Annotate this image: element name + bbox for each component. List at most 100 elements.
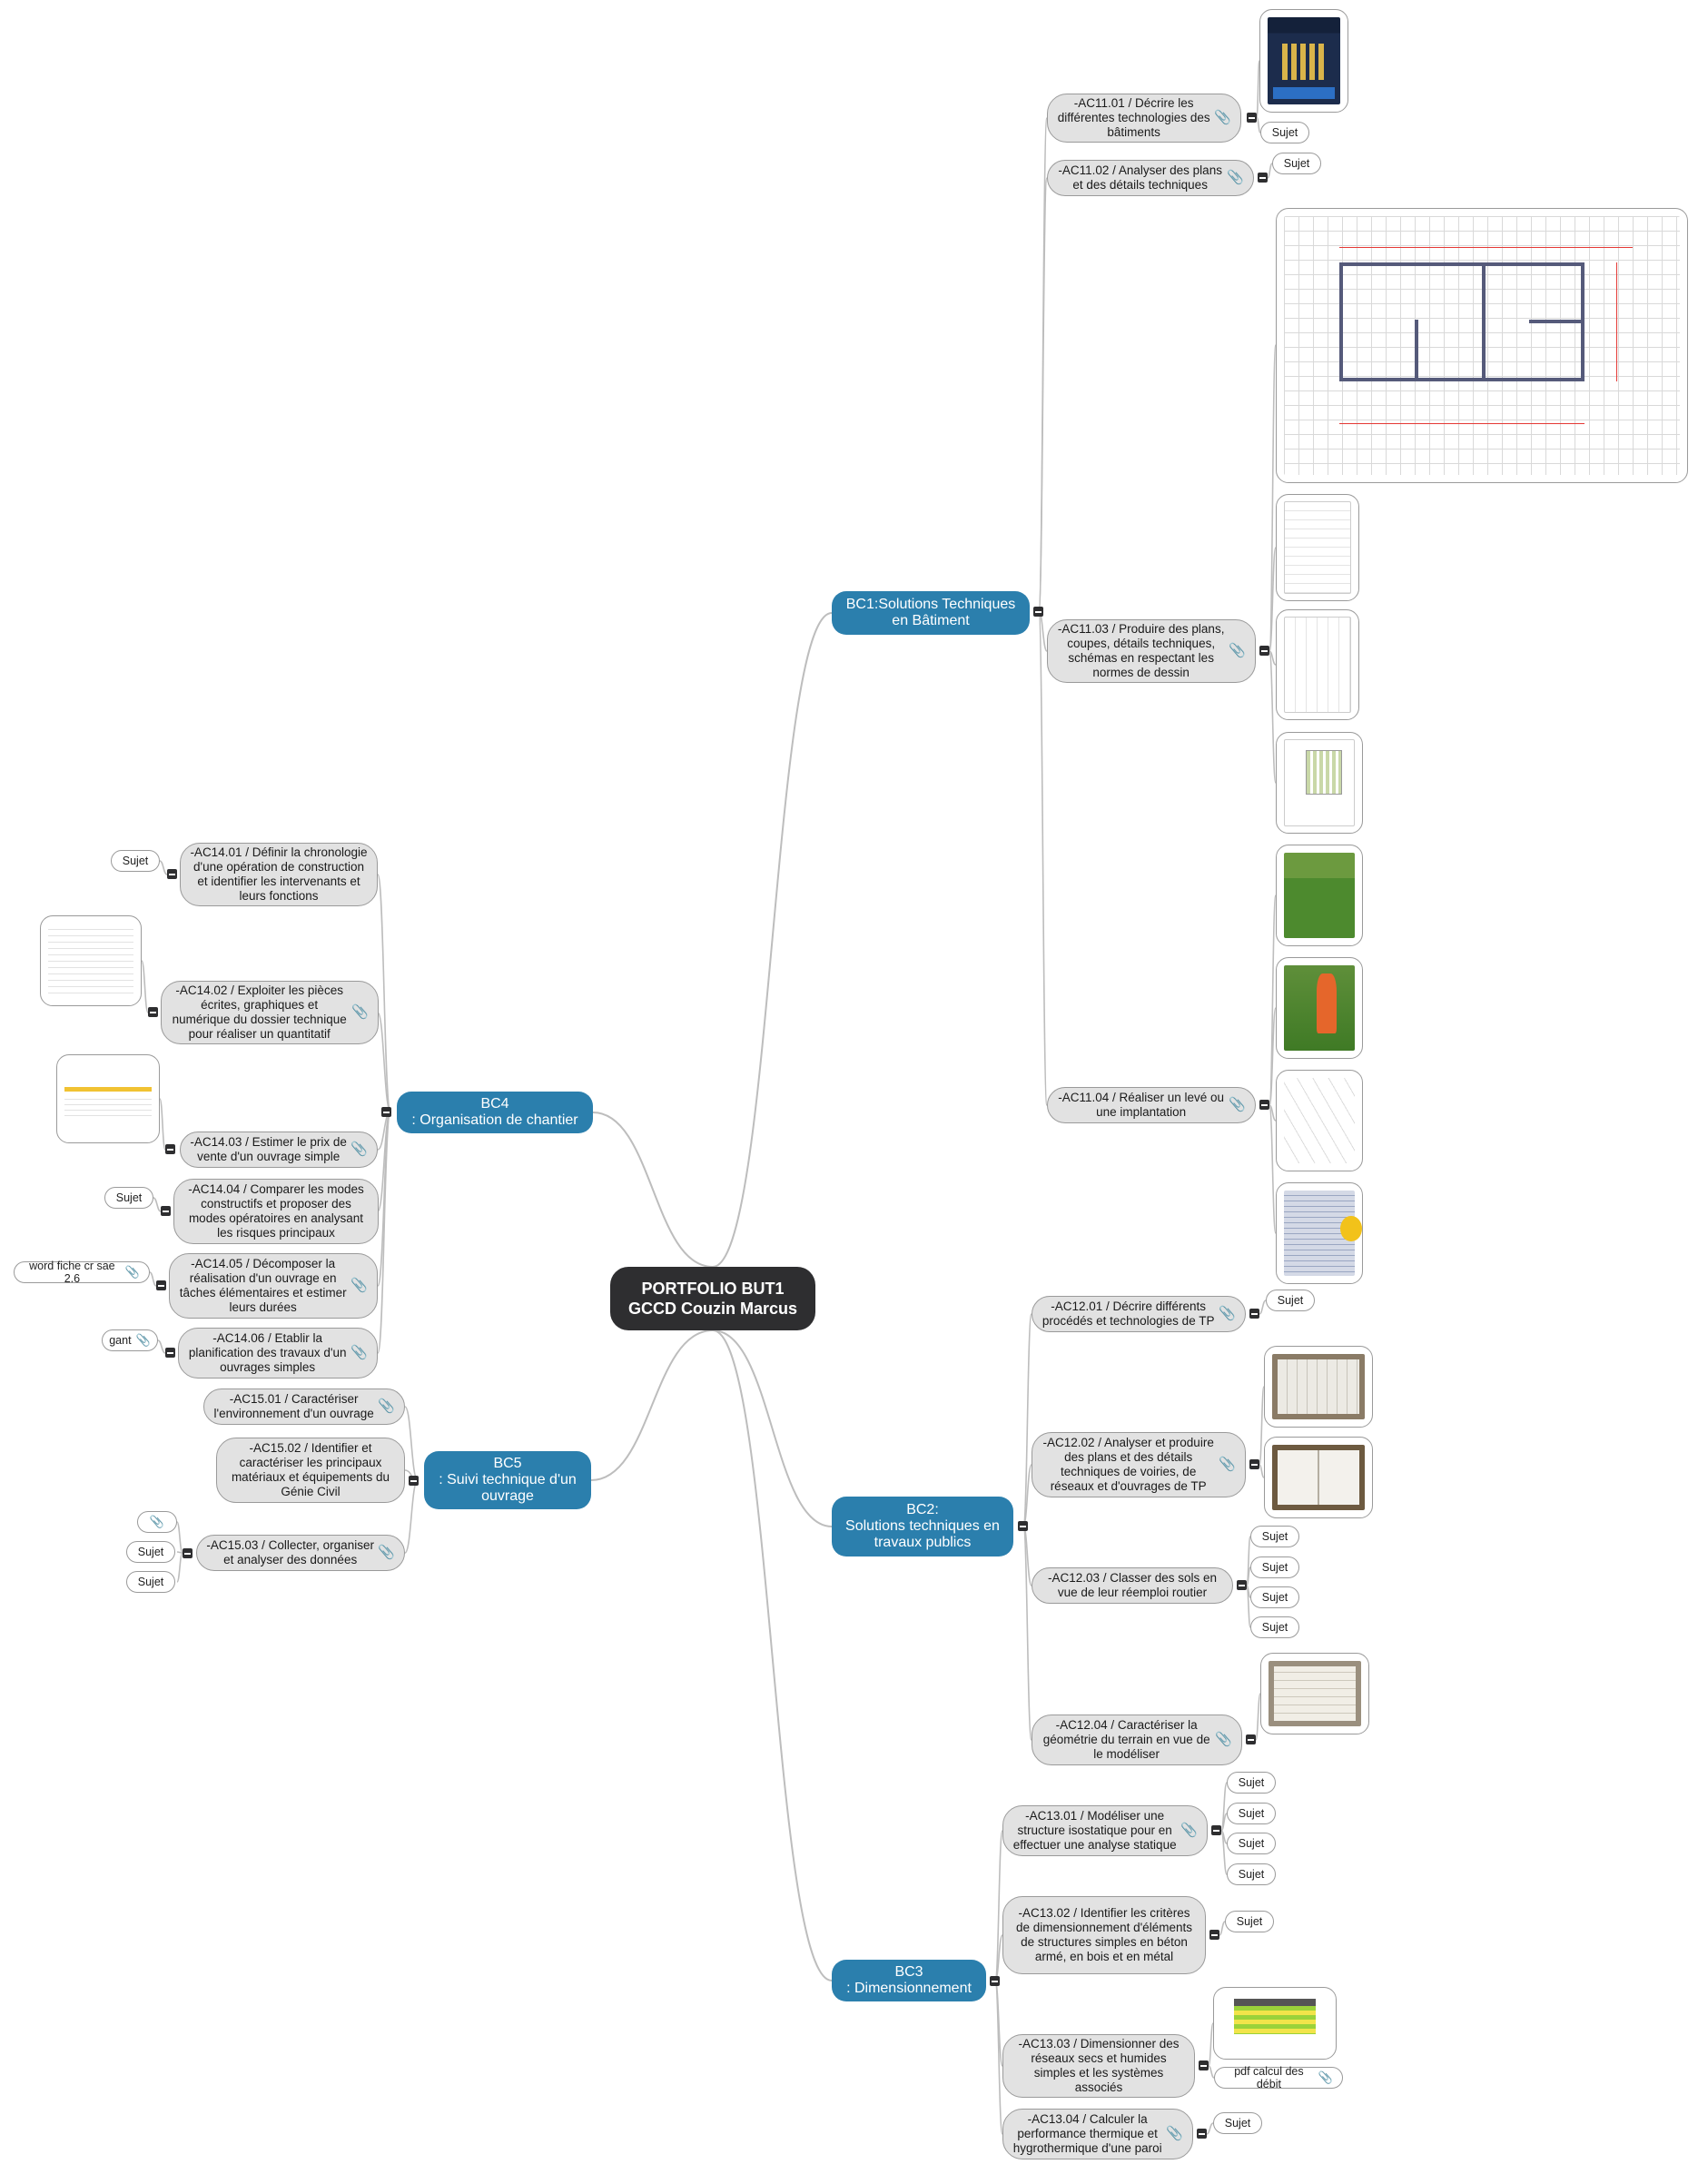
- paperclip-icon[interactable]: 📎: [1214, 110, 1231, 125]
- root-node[interactable]: PORTFOLIO BUT1 GCCD Couzin Marcus: [610, 1267, 815, 1330]
- image-frame-plan-photo-1[interactable]: [1264, 1346, 1373, 1428]
- branch-bc4[interactable]: BC4 : Organisation de chantier: [397, 1092, 593, 1133]
- image-frame-floor-plan[interactable]: [1276, 208, 1688, 483]
- collapse-toggle-icon[interactable]: [1209, 1930, 1219, 1940]
- collapse-toggle-icon[interactable]: [1197, 2129, 1207, 2139]
- collapse-toggle-icon[interactable]: [1033, 607, 1043, 617]
- sujet-chip[interactable]: Sujet: [1250, 1526, 1299, 1547]
- paperclip-icon[interactable]: 📎: [1166, 2126, 1183, 2141]
- ac11-04-node[interactable]: -AC11.04 / Réaliser un levé ou une impla…: [1047, 1087, 1256, 1123]
- paperclip-icon[interactable]: 📎: [378, 1545, 395, 1560]
- ac14-05-node[interactable]: -AC14.05 / Décomposer la réalisation d'u…: [169, 1253, 378, 1319]
- collapse-toggle-icon[interactable]: [1249, 1309, 1259, 1319]
- ac13-01-node[interactable]: -AC13.01 / Modéliser une structure isost…: [1002, 1805, 1208, 1856]
- ac15-02-node[interactable]: -AC15.02 / Identifier et caractériser le…: [216, 1438, 405, 1503]
- collapse-toggle-icon[interactable]: [381, 1107, 391, 1117]
- collapse-toggle-icon[interactable]: [1259, 646, 1269, 656]
- branch-bc3[interactable]: BC3 : Dimensionnement: [832, 1960, 986, 2001]
- collapse-toggle-icon[interactable]: [990, 1976, 1000, 1986]
- ac13-02-node[interactable]: -AC13.02 / Identifier les critères de di…: [1002, 1896, 1206, 1974]
- ac14-01-node[interactable]: -AC14.01 / Définir la chronologie d'une …: [180, 843, 378, 906]
- ac13-03-node[interactable]: -AC13.03 / Dimensionner des réseaux secs…: [1002, 2034, 1195, 2098]
- ac11-03-node[interactable]: -AC11.03 / Produire des plans, coupes, d…: [1047, 619, 1256, 683]
- image-frame-photo-grass[interactable]: [1276, 845, 1363, 946]
- image-frame-table[interactable]: [1213, 1987, 1337, 2060]
- ac15-03-node[interactable]: -AC15.03 / Collecter, organiser et analy…: [196, 1535, 405, 1571]
- pdf-calcul-chip[interactable]: pdf calcul des débit📎: [1214, 2065, 1343, 2090]
- image-frame-sketch[interactable]: [1276, 1070, 1363, 1171]
- sujet-chip[interactable]: Sujet: [126, 1571, 175, 1593]
- ac11-01-node[interactable]: -AC11.01 / Décrire les différentes techn…: [1047, 94, 1241, 143]
- ac15-01-node[interactable]: -AC15.01 / Caractériser l'environnement …: [203, 1388, 405, 1425]
- ac14-04-node[interactable]: -AC14.04 / Comparer les modes constructi…: [173, 1179, 379, 1244]
- sujet-chip[interactable]: Sujet: [1227, 1833, 1276, 1854]
- paperclip-icon[interactable]: 📎: [378, 1398, 395, 1414]
- collapse-toggle-icon[interactable]: [1237, 1580, 1247, 1590]
- paperclip-icon[interactable]: 📎: [1227, 170, 1244, 185]
- collapse-toggle-icon[interactable]: [1249, 1459, 1259, 1469]
- sujet-chip[interactable]: Sujet: [1213, 2112, 1262, 2134]
- collapse-toggle-icon[interactable]: [1247, 113, 1257, 123]
- paperclip-icon[interactable]: 📎: [1215, 1732, 1232, 1747]
- branch-bc2[interactable]: BC2: Solutions techniques en travaux pub…: [832, 1497, 1013, 1556]
- paperclip-icon[interactable]: 📎: [1219, 1457, 1236, 1472]
- branch-bc5[interactable]: BC5 : Suivi technique d'un ouvrage: [424, 1451, 591, 1509]
- collapse-toggle-icon[interactable]: [1018, 1521, 1028, 1531]
- sujet-chip[interactable]: Sujet: [1272, 153, 1321, 174]
- sujet-chip[interactable]: Sujet: [1227, 1863, 1276, 1885]
- sujet-chip[interactable]: Sujet: [104, 1187, 153, 1209]
- ac11-02-node[interactable]: -AC11.02 / Analyser des plans et des dét…: [1047, 160, 1254, 196]
- image-frame-drawing-1[interactable]: [1276, 494, 1359, 601]
- attachment-chip[interactable]: 📎: [137, 1511, 177, 1533]
- collapse-toggle-icon[interactable]: [148, 1007, 158, 1017]
- sujet-chip[interactable]: Sujet: [1250, 1556, 1299, 1578]
- collapse-toggle-icon[interactable]: [409, 1476, 419, 1486]
- collapse-toggle-icon[interactable]: [1211, 1825, 1221, 1835]
- image-frame-photo-survey[interactable]: [1276, 957, 1363, 1059]
- paperclip-icon[interactable]: 📎: [351, 1004, 369, 1020]
- branch-bc1[interactable]: BC1:Solutions Techniques en Bâtiment: [832, 591, 1030, 635]
- ac12-02-node[interactable]: -AC12.02 / Analyser et produire des plan…: [1032, 1432, 1246, 1497]
- collapse-toggle-icon[interactable]: [183, 1548, 193, 1558]
- image-frame-drawing-3[interactable]: [1276, 732, 1363, 834]
- collapse-toggle-icon[interactable]: [165, 1144, 175, 1154]
- image-frame-prix[interactable]: [56, 1054, 160, 1143]
- image-frame-quantitatif[interactable]: [40, 915, 142, 1006]
- paperclip-icon[interactable]: 📎: [350, 1345, 368, 1360]
- sujet-chip[interactable]: Sujet: [1227, 1772, 1276, 1794]
- sujet-chip[interactable]: Sujet: [1225, 1911, 1274, 1932]
- sujet-chip[interactable]: Sujet: [1260, 122, 1309, 143]
- paperclip-icon[interactable]: 📎: [1229, 1097, 1246, 1112]
- collapse-toggle-icon[interactable]: [1199, 2060, 1209, 2070]
- ac12-03-node[interactable]: -AC12.03 / Classer des sols en vue de le…: [1032, 1567, 1233, 1604]
- sujet-chip[interactable]: Sujet: [1250, 1616, 1299, 1638]
- sujet-chip[interactable]: Sujet: [1227, 1803, 1276, 1824]
- ac14-02-node[interactable]: -AC14.02 / Exploiter les pièces écrites,…: [161, 981, 379, 1044]
- image-frame-terrain[interactable]: [1260, 1653, 1369, 1734]
- paperclip-icon[interactable]: 📎: [1229, 643, 1246, 658]
- collapse-toggle-icon[interactable]: [1259, 1100, 1269, 1110]
- sujet-chip[interactable]: Sujet: [1250, 1586, 1299, 1608]
- paperclip-icon[interactable]: 📎: [1180, 1823, 1198, 1838]
- sujet-chip[interactable]: Sujet: [111, 850, 160, 872]
- sujet-chip[interactable]: Sujet: [126, 1541, 175, 1563]
- ac14-03-node[interactable]: -AC14.03 / Estimer le prix de vente d'un…: [180, 1132, 378, 1168]
- image-frame-plan-photo-2[interactable]: [1264, 1437, 1373, 1518]
- collapse-toggle-icon[interactable]: [165, 1348, 175, 1358]
- ac12-01-node[interactable]: -AC12.01 / Décrire différents procédés e…: [1032, 1296, 1246, 1332]
- gant-chip[interactable]: gant📎: [102, 1329, 158, 1351]
- collapse-toggle-icon[interactable]: [1246, 1734, 1256, 1744]
- ac13-04-node[interactable]: -AC13.04 / Calculer la performance therm…: [1002, 2109, 1193, 2159]
- sujet-chip[interactable]: Sujet: [1266, 1290, 1315, 1311]
- collapse-toggle-icon[interactable]: [161, 1206, 171, 1216]
- paperclip-icon[interactable]: 📎: [350, 1278, 368, 1293]
- paperclip-icon[interactable]: 📎: [1219, 1306, 1236, 1321]
- word-fiche-chip[interactable]: word fiche cr sae 2.6📎: [14, 1260, 150, 1285]
- ac14-06-node[interactable]: -AC14.06 / Etablir la planification des …: [178, 1328, 378, 1379]
- collapse-toggle-icon[interactable]: [156, 1280, 166, 1290]
- collapse-toggle-icon[interactable]: [1258, 173, 1268, 183]
- collapse-toggle-icon[interactable]: [167, 869, 177, 879]
- ac12-04-node[interactable]: -AC12.04 / Caractériser la géométrie du …: [1032, 1715, 1242, 1765]
- image-frame-drawing-2[interactable]: [1276, 609, 1359, 720]
- image-frame-presentation[interactable]: [1259, 9, 1348, 113]
